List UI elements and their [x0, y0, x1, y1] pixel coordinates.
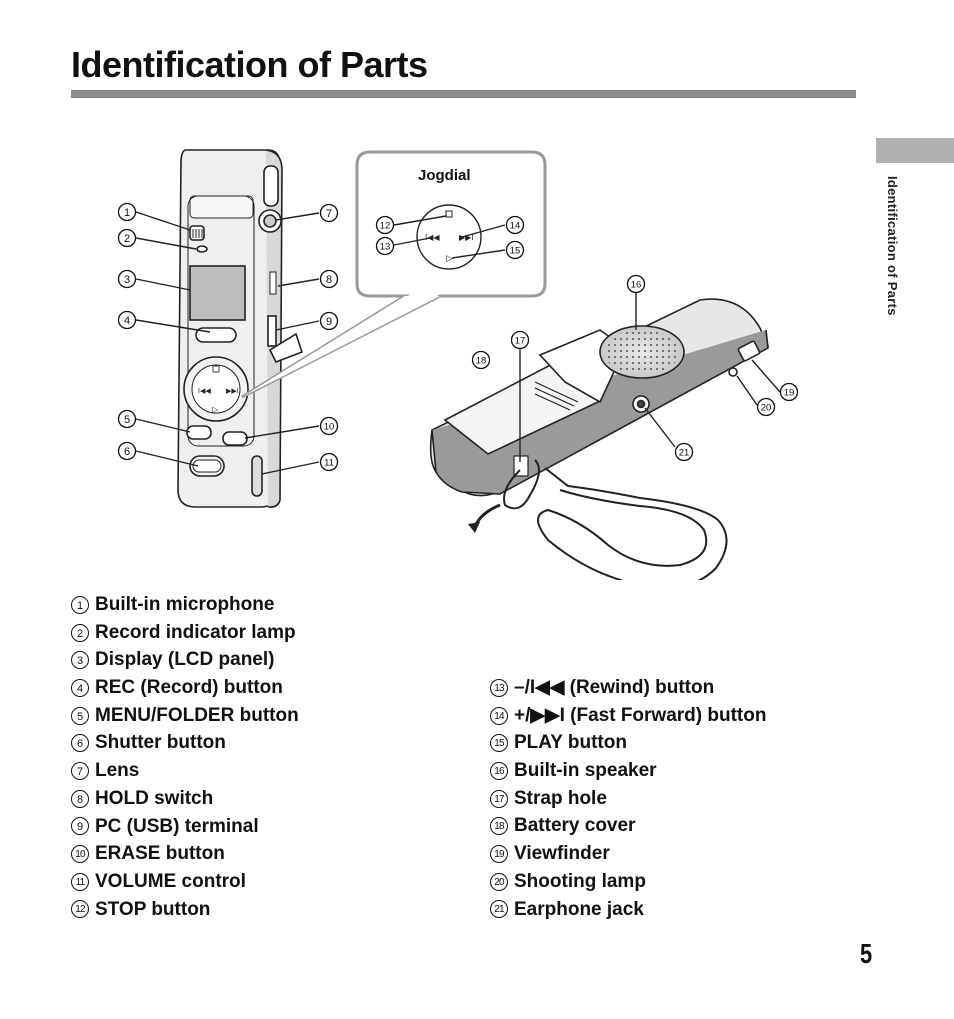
menu-button — [186, 425, 212, 440]
parts-list-right: 13–/I◀◀ (Rewind) button 14+/▶▶I (Fast Fo… — [490, 674, 766, 923]
list-item: 14+/▶▶I (Fast Forward) button — [490, 702, 766, 730]
erase-button — [222, 431, 248, 446]
callout-1: 1 — [117, 202, 137, 222]
microphone-grille — [189, 225, 205, 241]
svg-text:19: 19 — [784, 388, 795, 399]
device-back-view — [429, 298, 770, 580]
svg-text:▶▶I: ▶▶I — [459, 233, 474, 242]
callout-20: 20 — [756, 397, 776, 417]
lcd-panel — [189, 265, 246, 321]
svg-text:▷: ▷ — [446, 253, 453, 263]
svg-text:14: 14 — [510, 221, 521, 232]
leader-lines — [135, 211, 781, 475]
device-front-view: I◀◀ ▶▶I ▷ — [177, 149, 304, 508]
svg-text:15: 15 — [510, 246, 521, 257]
list-item: 13–/I◀◀ (Rewind) button — [490, 674, 766, 702]
svg-text:6: 6 — [124, 446, 130, 458]
jogdial-label: Jogdial — [418, 167, 471, 184]
svg-text:3: 3 — [124, 274, 130, 286]
callout-11: 11 — [319, 452, 339, 472]
svg-text:16: 16 — [631, 280, 642, 291]
svg-text:17: 17 — [515, 336, 526, 347]
svg-text:7: 7 — [326, 208, 332, 220]
callout-15: 15 — [505, 240, 525, 260]
callout-3: 3 — [117, 269, 137, 289]
callout-8: 8 — [319, 269, 339, 289]
section-side-label: Identification of Parts — [885, 176, 900, 316]
callout-2: 2 — [117, 228, 137, 248]
svg-text:13: 13 — [380, 242, 391, 253]
callout-5: 5 — [117, 409, 137, 429]
svg-text:I◀◀: I◀◀ — [425, 233, 440, 242]
page-number: 5 — [860, 938, 873, 969]
device-illustration: I◀◀ ▶▶I ▷ Jogdial I◀◀ ▶▶I ▷ — [117, 149, 799, 580]
callout-19: 19 — [779, 382, 799, 402]
record-lamp — [196, 245, 208, 253]
svg-text:▷: ▷ — [212, 405, 219, 414]
svg-text:2: 2 — [124, 233, 130, 245]
callout-10: 10 — [319, 416, 339, 436]
svg-text:5: 5 — [124, 414, 130, 426]
callout-4: 4 — [117, 310, 137, 330]
jogdial-inset: Jogdial I◀◀ ▶▶I ▷ — [241, 150, 547, 399]
title-underline — [71, 90, 856, 98]
usb-terminal — [267, 315, 277, 347]
callout-16: 16 — [626, 274, 646, 294]
page-title: Identification of Parts — [71, 44, 428, 85]
svg-text:I◀◀: I◀◀ — [198, 388, 211, 395]
section-tab — [876, 138, 954, 163]
shooting-lamp — [728, 367, 738, 377]
callout-14: 14 — [505, 215, 525, 235]
svg-text:18: 18 — [476, 356, 487, 367]
viewfinder — [737, 340, 761, 362]
svg-text:9: 9 — [326, 316, 332, 328]
svg-text:1: 1 — [124, 207, 130, 219]
callout-7: 7 — [319, 203, 339, 223]
callout-17: 17 — [510, 330, 530, 350]
callout-12: 12 — [375, 215, 395, 235]
callout-18: 18 — [471, 350, 491, 370]
svg-text:21: 21 — [679, 448, 690, 459]
svg-text:20: 20 — [761, 403, 772, 414]
svg-text:10: 10 — [324, 422, 335, 433]
callout-21: 21 — [674, 442, 694, 462]
callout-6: 6 — [117, 441, 137, 461]
volume-control — [251, 455, 263, 497]
svg-text:8: 8 — [326, 274, 332, 286]
callout-9: 9 — [319, 311, 339, 331]
svg-text:12: 12 — [380, 221, 391, 232]
svg-text:▶▶I: ▶▶I — [226, 388, 239, 395]
svg-text:11: 11 — [324, 458, 334, 469]
svg-text:4: 4 — [124, 315, 130, 327]
callout-13: 13 — [375, 236, 395, 256]
